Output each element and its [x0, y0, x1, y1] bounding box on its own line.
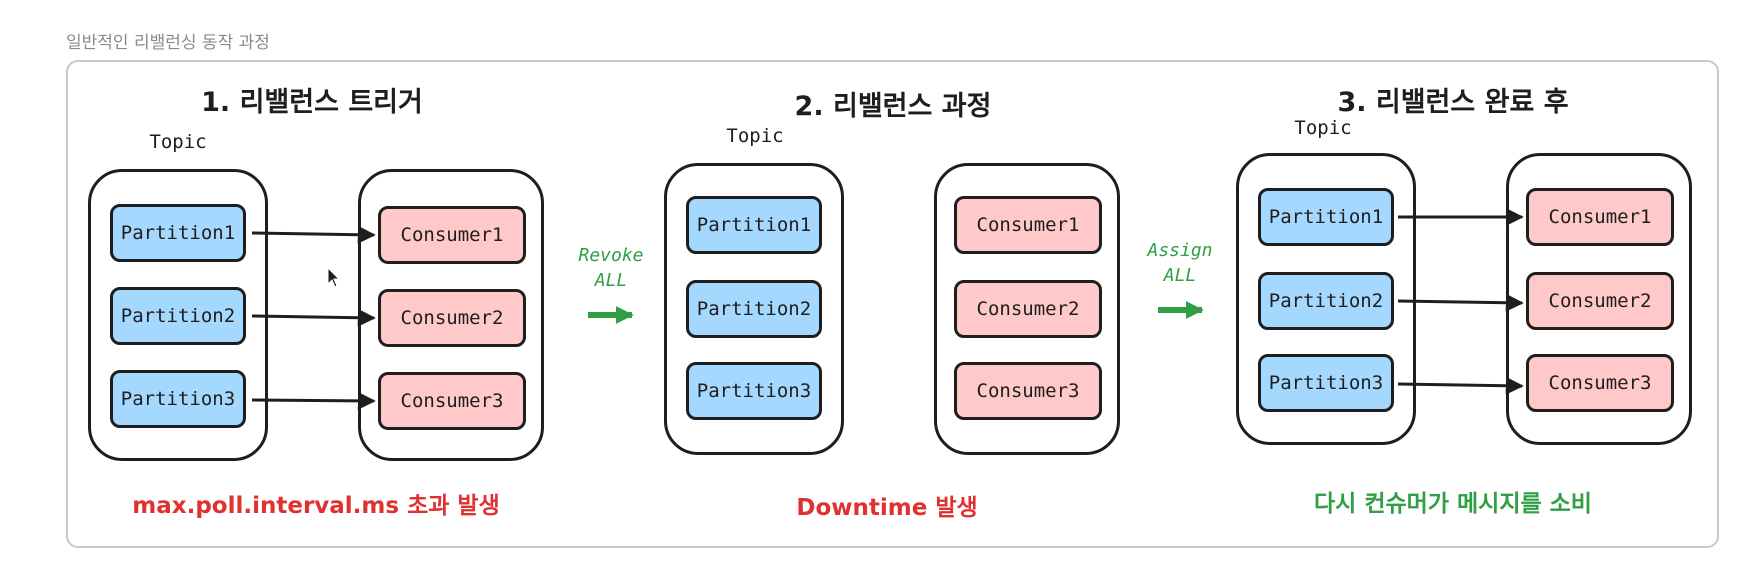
stage-3-consumer-3: Consumer3 — [1526, 354, 1674, 412]
revoke-all-label: Revoke ALL — [578, 243, 643, 293]
stage-2-consumer-3: Consumer3 — [954, 362, 1102, 420]
stage-1-partition-3: Partition3 — [110, 370, 246, 428]
diagram-frame — [66, 60, 1719, 548]
diagram-caption: 일반적인 리밸런싱 동작 과정 — [66, 33, 270, 53]
stage-3-heading: 3. 리밸런스 완료 후 — [1337, 87, 1569, 118]
stage-1-consumer-3: Consumer3 — [378, 372, 526, 430]
stage-1-consumer-2: Consumer2 — [378, 289, 526, 347]
stage-2-partition-3: Partition3 — [686, 362, 822, 420]
assign-all-label: Assign ALL — [1147, 238, 1212, 288]
stage-3-partition-2: Partition2 — [1258, 272, 1394, 330]
stage-3-partition-1: Partition1 — [1258, 188, 1394, 246]
stage-2-partition-1: Partition1 — [686, 196, 822, 254]
stage-1-consumer-1: Consumer1 — [378, 206, 526, 264]
stage-1-topic-label: Topic — [149, 131, 207, 153]
stage-3-consumer-2: Consumer2 — [1526, 272, 1674, 330]
stage-1-partition-1: Partition1 — [110, 204, 246, 262]
stage-3-status: 다시 컨슈머가 메시지를 소비 — [1314, 491, 1592, 517]
stage-2-topic-label: Topic — [726, 125, 784, 147]
stage-3-consumer-1: Consumer1 — [1526, 188, 1674, 246]
stage-2-heading: 2. 리밸런스 과정 — [794, 91, 992, 122]
stage-1-heading: 1. 리밸런스 트리거 — [201, 87, 423, 118]
stage-2-status: Downtime 발생 — [796, 495, 978, 521]
assign-label-line-1: Assign — [1147, 240, 1213, 261]
mouse-cursor-icon — [327, 267, 341, 288]
stage-3-topic-label: Topic — [1294, 117, 1352, 139]
stage-2-partition-2: Partition2 — [686, 280, 822, 338]
revoke-label-line-2: ALL — [594, 270, 628, 291]
stage-1-status: max.poll.interval.ms 초과 발생 — [132, 493, 500, 519]
stage-3-partition-3: Partition3 — [1258, 354, 1394, 412]
assign-label-line-2: ALL — [1163, 265, 1197, 286]
stage-1-partition-2: Partition2 — [110, 287, 246, 345]
revoke-label-line-1: Revoke — [578, 245, 644, 266]
stage-2-consumer-2: Consumer2 — [954, 280, 1102, 338]
stage-2-consumer-1: Consumer1 — [954, 196, 1102, 254]
